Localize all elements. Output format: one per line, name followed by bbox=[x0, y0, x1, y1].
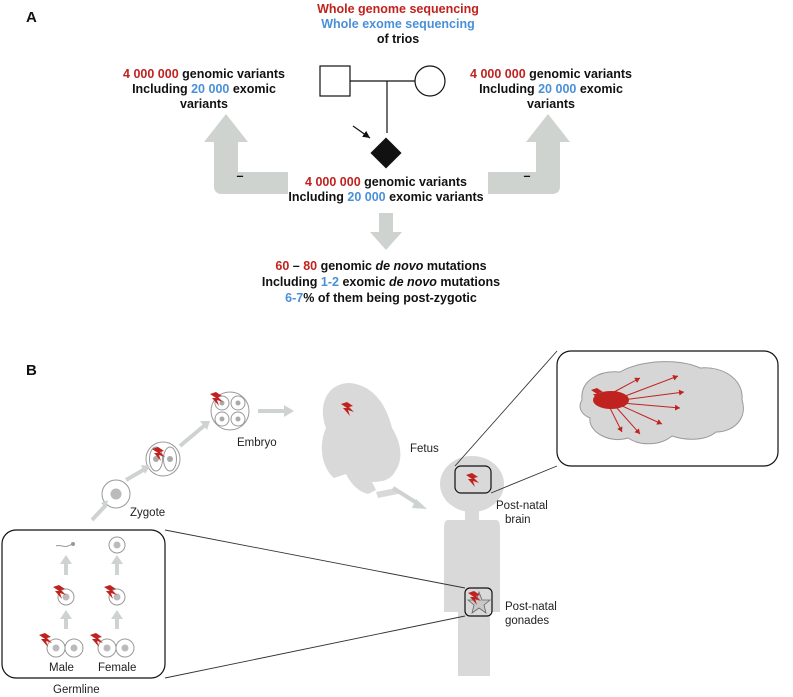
title-wgs: Whole genome sequencing bbox=[317, 2, 479, 16]
proband-arrow bbox=[352, 125, 371, 139]
right-curved-arrow bbox=[488, 114, 570, 194]
germline-inset bbox=[1, 529, 166, 679]
mother-circle bbox=[414, 65, 446, 97]
down-arrow bbox=[370, 213, 402, 250]
panel-label-b: B bbox=[26, 362, 37, 379]
brain-label-line2: brain bbox=[505, 514, 531, 526]
left-variants-line2: Including 20 000 exomic bbox=[132, 82, 276, 96]
zygote-cell bbox=[101, 479, 131, 509]
two-cell-stage bbox=[145, 441, 181, 477]
female-label: Female bbox=[98, 662, 136, 674]
left-minus: – bbox=[237, 169, 244, 183]
panel-label-a: A bbox=[26, 9, 37, 26]
embryo-cells bbox=[210, 391, 250, 431]
title-wes: Whole exome sequencing bbox=[321, 17, 475, 31]
brain-inset bbox=[556, 350, 779, 467]
right-variants-line3: variants bbox=[527, 97, 575, 111]
brain-label-line1: Post-natal bbox=[496, 500, 548, 512]
result-line2: Including 1-2 exomic de novo mutations bbox=[262, 275, 500, 289]
child-variants-line2: Including 20 000 exomic variants bbox=[288, 190, 483, 204]
fetus-label: Fetus bbox=[410, 443, 439, 455]
embryo-label: Embryo bbox=[237, 437, 277, 449]
result-line3: 6-7% of them being post-zygotic bbox=[285, 291, 477, 305]
brain-zoom-box bbox=[454, 465, 492, 494]
zygote-label: Zygote bbox=[130, 507, 165, 519]
pedigree bbox=[319, 65, 446, 169]
right-variants-line2: Including 20 000 exomic bbox=[479, 82, 623, 96]
left-curved-arrow bbox=[204, 114, 288, 194]
result-line1: 60 – 80 genomic de novo mutations bbox=[275, 259, 486, 273]
gonad-zoom-box bbox=[464, 587, 493, 617]
child-silhouette bbox=[440, 456, 504, 676]
right-minus: – bbox=[524, 169, 531, 183]
gonad-star-icon bbox=[466, 590, 492, 614]
male-label: Male bbox=[49, 662, 74, 674]
father-square bbox=[319, 65, 351, 97]
title-trios: of trios bbox=[377, 32, 419, 46]
left-variants-line3: variants bbox=[180, 97, 228, 111]
proband-diamond bbox=[370, 137, 402, 169]
germline-label: Germline bbox=[53, 684, 100, 696]
fetus-shape bbox=[321, 383, 401, 498]
gonad-label-line2: gonades bbox=[505, 615, 549, 627]
left-variants-line1: 4 000 000 genomic variants bbox=[123, 67, 285, 81]
gonad-label-line1: Post-natal bbox=[505, 601, 557, 613]
arrow-to-zygote bbox=[90, 503, 108, 522]
child-variants-line1: 4 000 000 genomic variants bbox=[305, 175, 467, 189]
right-variants-line1: 4 000 000 genomic variants bbox=[470, 67, 632, 81]
